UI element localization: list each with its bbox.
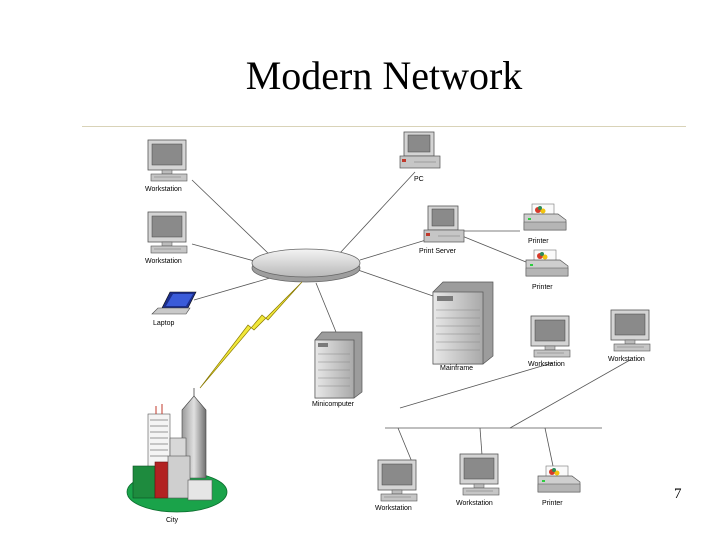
workstation-icon [530, 315, 571, 358]
network-links [191, 171, 631, 467]
workstation-5: Workstation [375, 459, 418, 512]
minicomputer-icon [314, 331, 363, 399]
workstation-icon [610, 309, 651, 352]
wireless-link-icon [199, 281, 303, 389]
printer-1: Printer [523, 203, 567, 245]
workstation-5-label: Workstation [375, 505, 412, 512]
workstation-6: Workstation [456, 453, 500, 507]
page-number: 7 [674, 486, 682, 502]
workstation-4: Workstation [608, 309, 651, 363]
minicomputer-label: Minicomputer [312, 401, 355, 408]
workstation-3-label: Workstation [528, 361, 565, 368]
laptop-node: Laptop [151, 291, 197, 327]
workstation-icon [147, 139, 188, 182]
print-server-icon [423, 205, 465, 243]
city-label: City [166, 517, 179, 524]
mainframe-node: Mainframe [432, 281, 494, 372]
workstation-icon [147, 211, 188, 254]
mainframe-icon [432, 281, 494, 365]
printer-3-label: Printer [542, 500, 563, 507]
workstation-6-label: Workstation [456, 500, 493, 507]
network-hub [251, 248, 361, 283]
workstation-3: Workstation [528, 315, 571, 368]
printer-2-label: Printer [532, 284, 553, 291]
laptop-icon [151, 291, 197, 315]
print-server-node: Print Server [419, 205, 465, 255]
workstation-2-label: Workstation [145, 258, 182, 265]
workstation-4-label: Workstation [608, 356, 645, 363]
workstation-icon [377, 459, 418, 502]
pc-icon [399, 131, 441, 169]
printer-icon [525, 249, 569, 277]
printer-icon [537, 465, 581, 493]
mainframe-label: Mainframe [440, 365, 473, 372]
workstation-icon [459, 453, 500, 496]
city-node: City [126, 388, 228, 524]
workstation-1: Workstation [145, 139, 188, 193]
print-server-label: Print Server [419, 248, 457, 255]
pc-node: PC [399, 131, 441, 183]
title-divider [82, 126, 686, 127]
printer-icon [523, 203, 567, 231]
printer-3: Printer [537, 465, 581, 507]
workstation-1-label: Workstation [145, 186, 182, 193]
minicomputer-node: Minicomputer [312, 331, 363, 408]
slide-title: Modern Network [245, 53, 523, 98]
city-icon [126, 388, 228, 513]
printer-1-label: Printer [528, 238, 549, 245]
laptop-label: Laptop [153, 320, 175, 327]
pc-label: PC [414, 176, 424, 183]
workstation-2: Workstation [145, 211, 188, 265]
printer-2: Printer [525, 249, 569, 291]
